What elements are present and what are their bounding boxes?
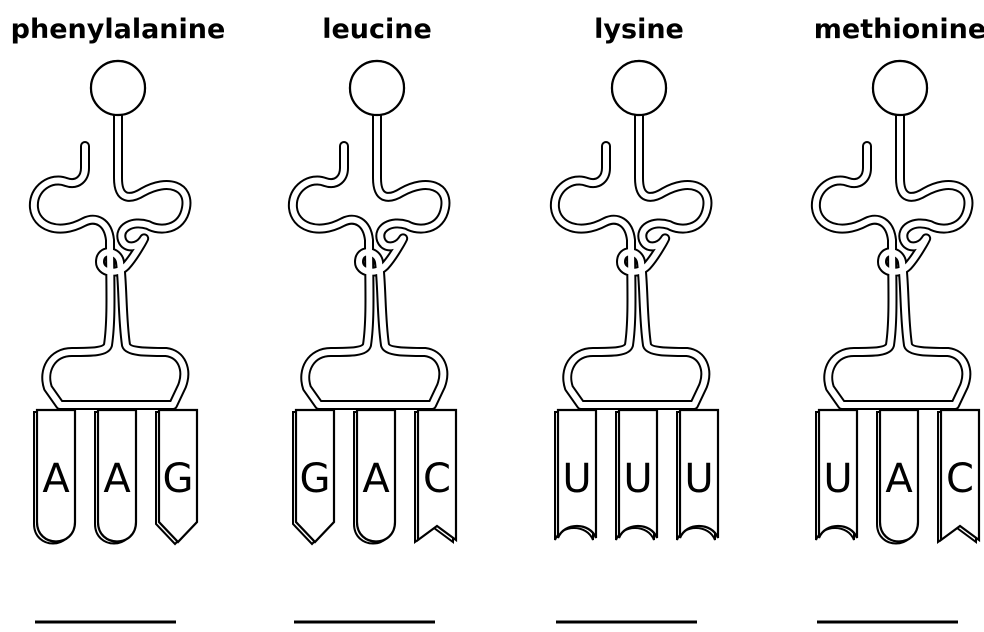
trna-backbone — [293, 88, 446, 405]
anticodon-base-3: C — [938, 410, 979, 542]
anticodon-letter: G — [300, 456, 331, 502]
anticodon-letter: U — [823, 456, 852, 502]
anticodon-base-1: A — [34, 410, 75, 544]
trna-backbone — [34, 88, 187, 405]
trna-backbone — [816, 88, 969, 405]
anticodon-letter: A — [362, 456, 390, 502]
amino-acid-label: leucine — [322, 14, 432, 45]
anticodon-letter: U — [562, 456, 591, 502]
anticodon-letter: G — [163, 456, 194, 502]
anticodon-letter: A — [885, 456, 913, 502]
anticodon-letter: U — [623, 456, 652, 502]
anticodon-letter: U — [684, 456, 713, 502]
anticodon-base-1: U — [555, 410, 596, 540]
anticodon-base-1: G — [293, 410, 334, 544]
anticodon-base-3: C — [415, 410, 456, 542]
anticodon-base-1: U — [816, 410, 857, 540]
amino-acid-label: phenylalanine — [11, 14, 226, 45]
anticodon-letter: C — [423, 456, 451, 502]
anticodon-base-3: U — [677, 410, 718, 540]
anticodon-letter: A — [42, 456, 70, 502]
anticodon-base-3: G — [156, 410, 197, 544]
anticodon-letter: C — [946, 456, 974, 502]
anticodon-base-2: A — [877, 410, 918, 544]
anticodon-base-2: U — [616, 410, 657, 540]
anticodon-base-2: A — [354, 410, 395, 544]
trna-backbone — [555, 88, 708, 405]
amino-acid-label: lysine — [594, 14, 684, 45]
amino-acid-label: methionine — [814, 14, 984, 45]
anticodon-base-2: A — [95, 410, 136, 544]
anticodon-letter: A — [103, 456, 131, 502]
